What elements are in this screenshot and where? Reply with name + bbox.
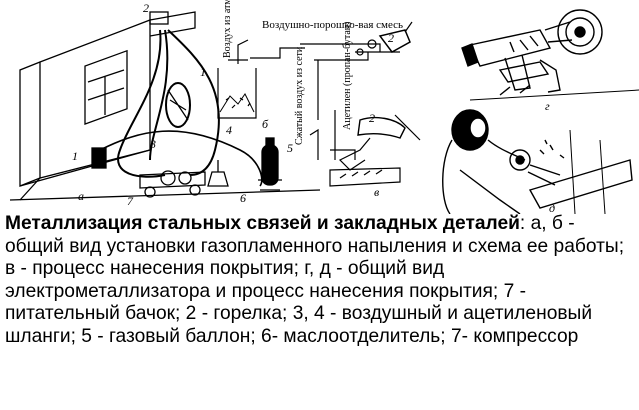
part-number-1b: 1 [200, 65, 206, 79]
part-number-1: 1 [72, 149, 78, 163]
panel-label-g: г [545, 99, 550, 113]
figure-caption: Металлизация стальных связей и закладных… [5, 213, 635, 349]
label-compressed-air: Сжатый воздух из сети [294, 46, 305, 145]
label-acetylene: Ацетилен (пропан-бутан) [342, 22, 353, 131]
panel-label-b: б [262, 117, 269, 131]
panel-d-operator [443, 110, 632, 214]
panel-label-v: в [374, 185, 379, 199]
part-number-5: 5 [287, 141, 293, 155]
part-number-2b: 2 [388, 31, 394, 45]
part-number-2: 2 [143, 1, 149, 15]
label-air-from-atmosphere: Воздух из атмосферы [222, 0, 233, 58]
part-number-6: 6 [240, 191, 246, 205]
part-number-3: 3 [149, 137, 156, 151]
panel-g-metallizer [462, 10, 639, 100]
panel-b-schematic [218, 22, 420, 186]
panel-label-a: а [78, 189, 84, 203]
label-air-powder-mix: Воздушно-порошко-вая смесь [262, 19, 403, 31]
part-number-2c: 2 [369, 111, 375, 125]
caption-title: Металлизация стальных связей и закладных… [5, 213, 520, 234]
part-number-7: 7 [127, 194, 134, 208]
part-number-4: 4 [226, 123, 232, 137]
panel-a-drawing [10, 12, 320, 200]
technical-figure: а б в г д 1 2 3 4 5 6 7 1 2 2 Воздух из … [0, 0, 639, 214]
